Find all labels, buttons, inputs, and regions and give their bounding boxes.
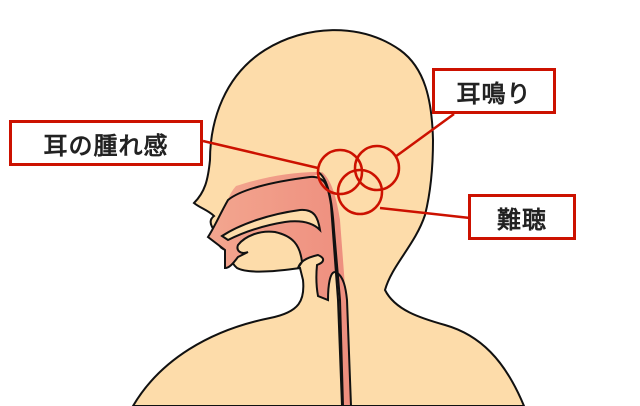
callout-line-tinnitus (394, 112, 455, 159)
ear-circle-bottom (336, 168, 384, 216)
ear-circle-left (316, 148, 364, 196)
palate (220, 208, 322, 242)
callout-line-ear-fullness (202, 139, 319, 170)
label-hearing-loss: 難聴 (468, 194, 576, 240)
callout-line-hearing-loss (379, 206, 471, 220)
spine-line (317, 171, 344, 406)
label-ear-fullness: 耳の腫れ感 (9, 120, 203, 166)
label-tinnitus: 耳鳴り (432, 68, 556, 114)
nasal-cavity (206, 175, 353, 406)
ear-circle-right (353, 144, 401, 192)
